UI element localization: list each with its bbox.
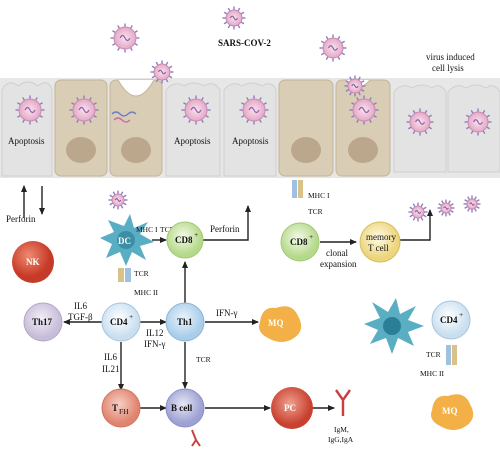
tfh-label: T: [112, 403, 118, 413]
arrows: [21, 185, 433, 411]
memory-label-2: T cell: [368, 243, 389, 253]
virus-particle: [150, 60, 174, 84]
cd4-center-plus: +: [129, 312, 133, 321]
virus-particle: [349, 95, 379, 125]
mhc2-right-label: MHC II: [420, 369, 444, 378]
cd8-cell-right: CD8 +: [280, 222, 320, 262]
virus-particle: [464, 108, 492, 136]
b-cell: B cell: [165, 388, 205, 447]
th1-cell: Th1: [165, 302, 205, 342]
epithelial-cell-1: [1, 81, 53, 177]
macrophage-center: MQ: [259, 306, 302, 342]
antibody-label-2: IgG,IgA: [328, 435, 354, 444]
virus-particle: [222, 6, 246, 30]
receptor-right-mhc2: [446, 345, 457, 365]
il6-tfh-label: IL6: [104, 352, 117, 362]
memory-t-cell: memory T cell: [359, 221, 401, 263]
cd8-right-label: CD8: [290, 237, 308, 247]
apoptosis-label-2: Apoptosis: [174, 136, 211, 146]
apoptosis-label-3: Apoptosis: [232, 136, 269, 146]
tcr-cd4-label: TCR: [134, 269, 149, 278]
epithelial-cell-5: [223, 82, 277, 177]
cd8-right-plus: +: [309, 232, 313, 241]
virus-particle: [110, 23, 140, 53]
th17-cell: Th17: [23, 302, 63, 342]
tcr-dc-label: TCR: [160, 225, 175, 234]
epithelial-cell-7: [335, 79, 391, 177]
antibody-label-1: IgM,: [334, 425, 349, 434]
virus-particle: [463, 195, 481, 213]
dendritic-cell-right: [364, 298, 424, 354]
cd4-right-plus: +: [459, 310, 463, 319]
virus-particle: [69, 95, 99, 125]
bcell-label: B cell: [171, 403, 193, 413]
mq-center-label: MQ: [268, 318, 284, 328]
cd8-left-label: CD8: [175, 235, 193, 245]
receptor-right-mhc1: [292, 180, 303, 198]
pc-label: PC: [284, 403, 296, 413]
antibody-icon: [335, 389, 351, 416]
th17-label: Th17: [32, 317, 53, 327]
tcr-th1-label: TCR: [196, 355, 211, 364]
mhc2-cd4-label: MHC II: [134, 288, 158, 297]
epithelial-cell-2: [54, 79, 108, 177]
ifn-th1-label: IFN-γ: [144, 339, 165, 349]
mq-right-label: MQ: [442, 406, 458, 416]
epithelial-cell-6: [278, 79, 334, 177]
nk-label: NK: [26, 257, 40, 267]
virus-title: SARS-COV-2: [218, 38, 271, 48]
virus-particle: [319, 34, 347, 62]
il21-label: IL21: [102, 364, 120, 374]
memory-label-1: memory: [366, 232, 396, 242]
virus-particle: [408, 202, 428, 222]
th1-label: Th1: [177, 317, 193, 327]
ifn-mq-label: IFN-γ: [216, 308, 237, 318]
virus-particle: [108, 190, 128, 210]
macrophage-right: MQ: [431, 394, 474, 430]
apoptosis-label-1: Apoptosis: [8, 136, 45, 146]
lysis-label-1: virus induced: [426, 52, 475, 62]
cd4-cell-right: CD4 +: [431, 300, 471, 340]
cd4-cell-center: CD4 +: [101, 302, 141, 342]
dendritic-cell: DC: [100, 214, 154, 266]
virus-particle: [239, 95, 269, 125]
tcr-cd4-right-label: TCR: [426, 350, 441, 359]
epithelium-layer: [0, 78, 500, 178]
epithelial-cell-4: [165, 82, 221, 177]
viral-rna-fragment: [111, 111, 137, 123]
perforin-center-label: Perforin: [210, 224, 240, 234]
mhc1-right-label: MHC I: [308, 191, 330, 200]
cd4-right-label: CD4: [440, 315, 458, 325]
tfh-cell: T FH: [101, 388, 141, 428]
clonal-label-1: clonal: [326, 248, 348, 258]
lysis-label-2: cell lysis: [432, 63, 464, 73]
virus-particle: [15, 95, 45, 125]
nk-cell: NK: [12, 241, 54, 283]
cd8-left-plus: +: [194, 230, 198, 239]
dc-label: DC: [118, 236, 131, 246]
il12-label: IL12: [146, 328, 164, 338]
cd8-cell-left: CD8 +: [166, 221, 204, 259]
virus-particle: [344, 75, 366, 97]
virus-particle: [181, 95, 211, 125]
mhc1-dc-label: MHC I: [136, 225, 158, 234]
tcr-right-label: TCR: [308, 207, 323, 216]
il6-label: IL6: [74, 301, 87, 311]
receptor-dc-cd4: [118, 268, 131, 282]
virus-particle: [437, 199, 455, 217]
cd4-center-label: CD4: [110, 317, 128, 327]
epithelial-cell-3: [109, 79, 163, 177]
virus-particles: [15, 6, 492, 222]
clonal-label-2: expansion: [320, 259, 357, 269]
tfh-sub-label: FH: [119, 407, 129, 416]
perforin-left-label: Perforin: [6, 214, 36, 224]
plasma-cell: PC: [271, 387, 313, 429]
tgf-label: TGF-β: [68, 312, 93, 322]
virus-particle: [406, 108, 434, 136]
